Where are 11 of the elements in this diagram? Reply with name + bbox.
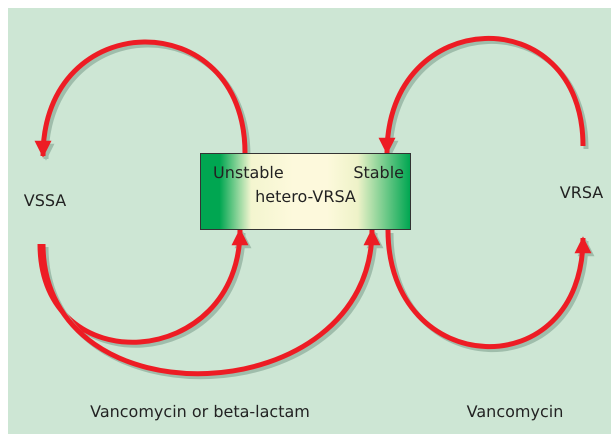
node-label: hetero-VRSA bbox=[255, 187, 356, 206]
axis-caption: Vancomycin or beta-lactam bbox=[90, 402, 310, 421]
node-label: VRSA bbox=[560, 182, 604, 202]
node-label: VSSA bbox=[24, 190, 66, 210]
curved-arrow bbox=[380, 36, 586, 155]
gradient-box bbox=[200, 153, 411, 230]
curved-arrow bbox=[386, 230, 590, 349]
axis-caption: Vancomycin bbox=[466, 402, 564, 421]
curved-arrow bbox=[38, 228, 247, 344]
curved-arrow bbox=[36, 40, 248, 158]
curved-arrow bbox=[40, 228, 378, 376]
